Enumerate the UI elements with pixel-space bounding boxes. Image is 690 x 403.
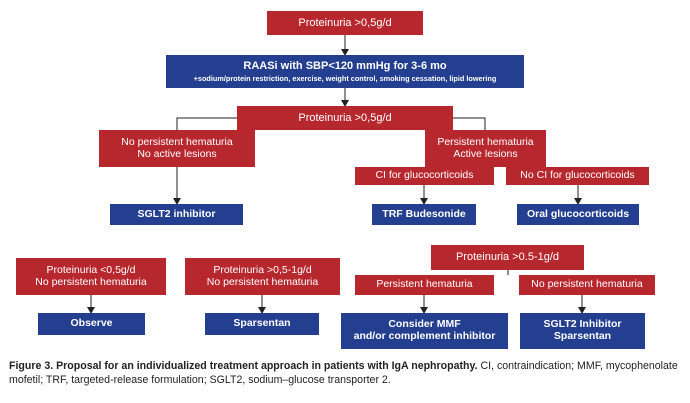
mmf-node: Consider MMF and/or complement inhibitor bbox=[341, 313, 508, 349]
no-hematuria-line1: No persistent hematuria bbox=[121, 135, 233, 148]
right-proteinuria-label: Proteinuria >0.5-1g/d bbox=[455, 251, 560, 264]
sglt2-inhibitor-label: SGLT2 inhibitor bbox=[137, 207, 216, 220]
oral-glucocorticoids-node: Oral glucocorticoids bbox=[517, 204, 639, 225]
proteinuria-top-label: Proteinuria >0,5g/d bbox=[298, 16, 392, 29]
raasi-title: RAASi with SBP<120 mmHg for 3-6 mo bbox=[243, 60, 447, 73]
low-proteinuria-line2: No persistent hematuria bbox=[35, 275, 147, 288]
sglt2-inhibitor-node: SGLT2 inhibitor bbox=[110, 204, 243, 225]
mmf-line1: Consider MMF bbox=[388, 318, 461, 331]
sglt2-sparsentan-node: SGLT2 Inhibitor Sparsentan bbox=[520, 313, 645, 349]
trf-budesonide-label: TRF Budesonide bbox=[382, 207, 466, 220]
figure-caption: Figure 3. Proposal for an individualized… bbox=[9, 360, 681, 388]
hematuria-node: Persistent hematuria Active lesions bbox=[425, 130, 546, 167]
proteinuria-second-label: Proteinuria >0,5g/d bbox=[298, 111, 392, 124]
no-ci-glucocorticoids-node: No CI for glucocorticoids bbox=[506, 167, 649, 185]
low-proteinuria-line1: Proteinuria <0,5g/d bbox=[46, 263, 136, 276]
no-persistent-hematuria-label: No persistent hematuria bbox=[531, 278, 643, 291]
observe-label: Observe bbox=[70, 317, 113, 330]
no-hematuria-line2: No active lesions bbox=[137, 147, 217, 160]
mid-proteinuria-line2: No persistent hematuria bbox=[206, 275, 319, 288]
sglt2-sparsentan-line2: Sparsentan bbox=[553, 330, 612, 342]
persistent-hematuria-node: Persistent hematuria bbox=[355, 275, 494, 295]
sglt2-sparsentan-line1: SGLT2 Inhibitor bbox=[543, 318, 622, 331]
mmf-line2: and/or complement inhibitor bbox=[353, 330, 496, 342]
hematuria-line2: Active lesions bbox=[453, 147, 518, 160]
figure-caption-title: Figure 3. Proposal for an individualized… bbox=[9, 360, 478, 372]
hematuria-line1: Persistent hematuria bbox=[437, 135, 534, 148]
sparsentan-node: Sparsentan bbox=[205, 313, 319, 335]
sparsentan-label: Sparsentan bbox=[233, 317, 291, 330]
observe-node: Observe bbox=[38, 313, 145, 335]
raasi-subtitle: +sodium/protein restriction, exercise, w… bbox=[193, 73, 497, 83]
oral-glucocorticoids-label: Oral glucocorticoids bbox=[526, 207, 630, 220]
proteinuria-top-node: Proteinuria >0,5g/d bbox=[267, 11, 423, 35]
figure-caption-text: CI, contraindication; MMF, mycophenolate… bbox=[9, 360, 678, 386]
raasi-node: RAASi with SBP<120 mmHg for 3-6 mo +sodi… bbox=[166, 55, 524, 88]
no-ci-glucocorticoids-label: No CI for glucocorticoids bbox=[520, 169, 635, 182]
ci-glucocorticoids-node: CI for glucocorticoids bbox=[355, 167, 494, 185]
no-persistent-hematuria-node: No persistent hematuria bbox=[519, 275, 655, 295]
trf-budesonide-node: TRF Budesonide bbox=[372, 204, 476, 225]
persistent-hematuria-label: Persistent hematuria bbox=[376, 278, 473, 291]
no-hematuria-node: No persistent hematuria No active lesion… bbox=[99, 130, 255, 167]
mid-proteinuria-node: Proteinuria >0,5-1g/d No persistent hema… bbox=[185, 258, 340, 295]
ci-glucocorticoids-label: CI for glucocorticoids bbox=[375, 169, 474, 182]
connector-right-branch bbox=[453, 117, 486, 130]
right-proteinuria-node: Proteinuria >0.5-1g/d bbox=[431, 245, 584, 270]
mid-proteinuria-line1: Proteinuria >0,5-1g/d bbox=[213, 263, 312, 276]
low-proteinuria-node: Proteinuria <0,5g/d No persistent hematu… bbox=[16, 258, 166, 295]
connector-left-branch bbox=[176, 117, 237, 130]
proteinuria-second-node: Proteinuria >0,5g/d bbox=[237, 106, 453, 130]
